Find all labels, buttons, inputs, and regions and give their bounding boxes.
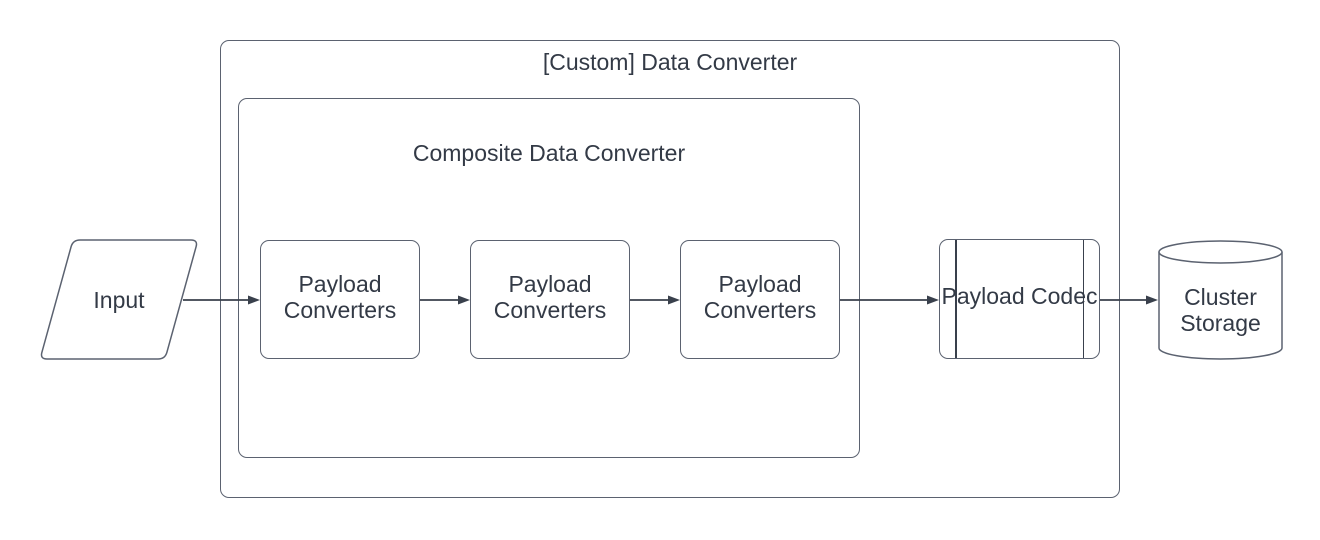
codec-side-bar-right [1082,240,1084,358]
cluster-storage-cylinder-top [1158,240,1283,264]
payload-codec-node: Payload Codec [939,239,1100,359]
payload-codec-label: Payload Codec [941,283,1098,309]
custom-data-converter-container [220,40,1120,498]
input-parallelogram-shape [40,239,198,360]
cluster-storage-cylinder-body [1158,252,1283,360]
composite-data-converter-title: Composite Data Converter [412,140,686,166]
payload-converters-label-3: Payload Converters [703,270,817,323]
payload-converters-label-1: Payload Converters [283,270,397,323]
payload-converters-label-2: Payload Converters [493,270,607,323]
payload-converters-node-2: Payload Converters [470,240,630,359]
payload-converters-node-1: Payload Converters [260,240,420,359]
cluster-storage-label: Cluster Storage [1180,284,1261,336]
composite-data-converter-container [238,98,860,458]
codec-side-bar-left [955,240,957,358]
input-node-label: Input [93,287,145,313]
payload-converters-node-3: Payload Converters [680,240,840,359]
custom-data-converter-title: [Custom] Data Converter [542,49,798,75]
